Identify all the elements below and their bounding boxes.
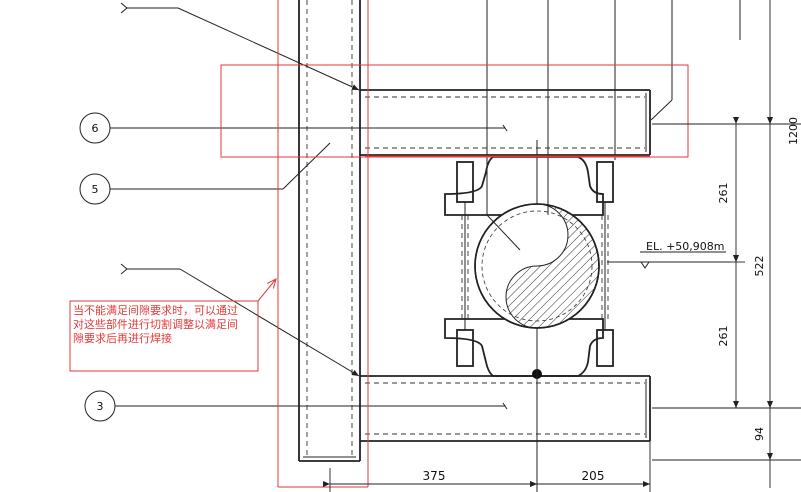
balloon-6: 6 xyxy=(79,112,508,144)
dim-1200: 1200 xyxy=(787,117,800,145)
bottom-dimensions xyxy=(323,441,651,492)
dim-205: 205 xyxy=(582,469,605,483)
note-line-1: 当不能满足间隙要求时，可以通过 xyxy=(73,303,238,317)
dim-522: 522 xyxy=(753,256,766,277)
reference-lines xyxy=(486,0,741,492)
dim-261-bottom: 261 xyxy=(717,326,730,347)
weld-leader-bottom xyxy=(120,263,360,377)
balloon-5-label: 5 xyxy=(92,183,99,196)
weld-leader-top xyxy=(120,2,360,91)
dim-94: 94 xyxy=(753,427,766,441)
balloon-3-label: 3 xyxy=(97,400,104,413)
balloon-3: 3 xyxy=(84,390,508,422)
dim-261-top: 261 xyxy=(717,183,730,204)
elevation-label: EL. +50,908m xyxy=(646,240,725,253)
vertical-column xyxy=(298,0,361,462)
red-markup xyxy=(69,0,689,488)
balloon-5: 5 xyxy=(79,142,331,205)
right-dimensions xyxy=(652,0,801,488)
note-line-3: 隙要求后再进行焊接 xyxy=(73,331,172,345)
balloon-6-label: 6 xyxy=(92,122,99,135)
elevation-marker: EL. +50,908m xyxy=(607,240,730,269)
dim-375: 375 xyxy=(423,469,446,483)
lower-beam xyxy=(360,375,651,442)
note-line-2: 对这些部件进行切割调整以满足间 xyxy=(73,317,238,331)
upper-beam xyxy=(360,89,651,156)
